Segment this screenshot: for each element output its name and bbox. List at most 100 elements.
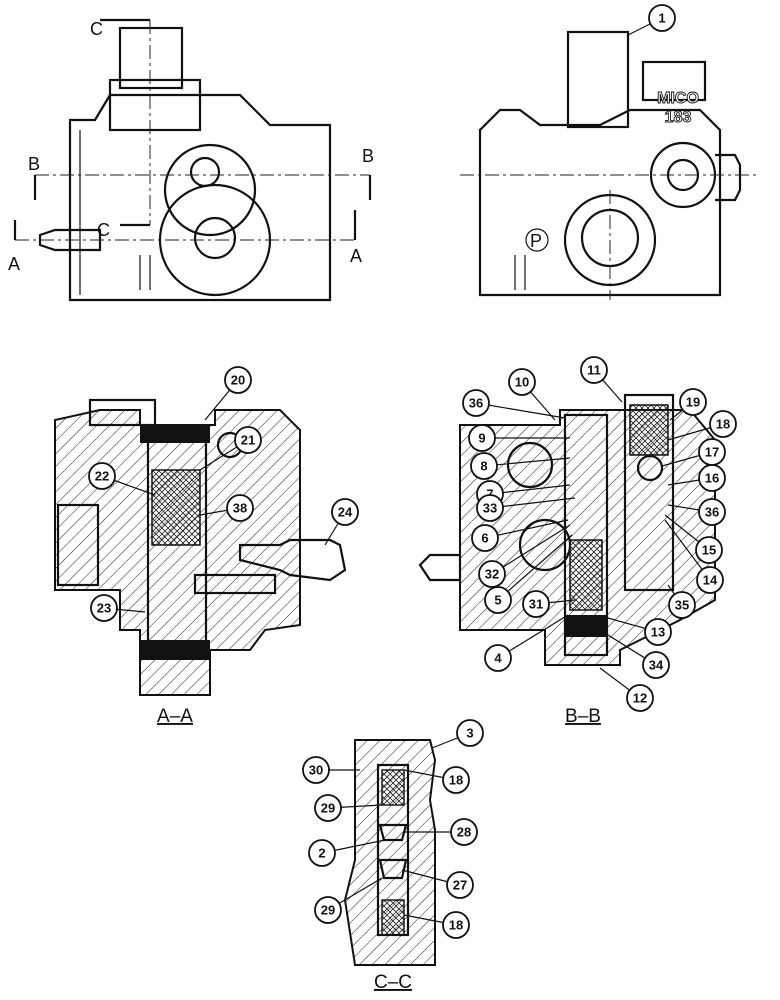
callout-number: 34 — [649, 658, 664, 673]
callout-circle — [642, 651, 670, 679]
callout-c35: 35 — [667, 584, 696, 619]
callout-circle — [471, 524, 499, 552]
callout-c27: 27 — [401, 869, 474, 899]
callout-c14: 14 — [664, 519, 724, 594]
callout-number: 13 — [651, 625, 665, 640]
callout-circle — [314, 794, 342, 822]
label-bb: B–B — [565, 706, 601, 727]
callout-leader — [497, 534, 573, 601]
callout-circle — [648, 4, 676, 32]
callout-circle — [679, 388, 707, 416]
callout-circle — [308, 839, 336, 867]
callout-circle — [456, 719, 484, 747]
callout-c29a: 29 — [314, 794, 383, 822]
plug-1 — [566, 30, 630, 129]
callout-number: 2 — [318, 846, 325, 861]
callout-number: 17 — [705, 445, 719, 460]
stamp-183: 183 — [665, 109, 692, 126]
spring-aa — [151, 469, 201, 546]
callout-c12: 12 — [599, 667, 654, 712]
section-cc: C–C — [343, 739, 437, 993]
section-aa: A–A — [54, 398, 347, 727]
plug-top-aa — [88, 398, 157, 427]
callout-number: 8 — [480, 459, 487, 474]
callout-circle — [668, 591, 696, 619]
callout-number: 38 — [233, 501, 247, 516]
callout-c18a: 18 — [667, 410, 737, 441]
callout-circle — [508, 368, 536, 396]
label-cc: C–C — [374, 972, 412, 993]
callout-number: 19 — [686, 395, 700, 410]
callout-number: 22 — [95, 469, 109, 484]
callout-leader — [489, 497, 576, 509]
channel-aa — [193, 573, 277, 595]
section-bb: B–B — [418, 393, 716, 727]
callout-c38: 38 — [199, 494, 254, 522]
port-p-ring — [563, 193, 657, 287]
plug-thread-bb — [629, 404, 669, 456]
callout-c6: 6 — [471, 519, 569, 552]
callout-number: 12 — [633, 691, 647, 706]
section-letter-b-left: B — [28, 154, 40, 174]
callout-number: 31 — [529, 597, 543, 612]
plug-hex-2 — [641, 60, 707, 102]
callout-c21: 21 — [199, 426, 262, 471]
callout-number: 11 — [587, 363, 601, 378]
plug-hex — [108, 78, 202, 132]
callout-circle — [698, 498, 726, 526]
port-p-label: P — [530, 231, 542, 251]
callout-c1: 1 — [627, 4, 676, 36]
callout-c17: 17 — [661, 438, 726, 467]
callout-circle — [698, 464, 726, 492]
callout-number: 10 — [515, 375, 529, 390]
callout-circle — [442, 766, 470, 794]
callout-c28: 28 — [405, 818, 478, 846]
callout-leader — [484, 519, 569, 539]
body-outline-right — [478, 108, 722, 297]
section-letter-c-top: C — [90, 19, 103, 39]
side-plug — [715, 153, 742, 202]
callout-circle — [88, 462, 116, 490]
callout-number: 30 — [309, 763, 323, 778]
callout-circle — [446, 871, 474, 899]
callout-number: 27 — [453, 878, 467, 893]
callout-number: 1 — [658, 11, 665, 26]
callout-c32: 32 — [478, 524, 571, 588]
callout-number: 18 — [449, 773, 463, 788]
callout-circle — [644, 618, 672, 646]
port-upper-ring — [163, 143, 257, 237]
callout-circle — [696, 566, 724, 594]
callout-c20: 20 — [204, 366, 252, 421]
callout-circle — [484, 586, 512, 614]
plug-top — [118, 26, 184, 90]
callout-number: 7 — [486, 487, 493, 502]
section-letter-b-right: B — [362, 146, 374, 166]
callout-circle — [226, 494, 254, 522]
callout-c10: 10 — [508, 368, 556, 421]
spring-bb — [569, 539, 603, 611]
callout-number: 29 — [321, 903, 335, 918]
bore-right-bb — [623, 393, 675, 592]
callout-c23: 23 — [90, 594, 146, 622]
callout-number: 33 — [483, 501, 497, 516]
callout-c36a: 36 — [462, 389, 566, 419]
callout-circle — [302, 756, 330, 784]
callout-c31: 31 — [522, 590, 576, 618]
callout-circle — [468, 424, 496, 452]
callout-circle — [626, 684, 654, 712]
callout-c15: 15 — [664, 514, 723, 564]
callout-c18c: 18 — [403, 911, 470, 939]
callout-number: 23 — [97, 601, 111, 616]
callout-circle — [234, 426, 262, 454]
callout-circle — [314, 896, 342, 924]
body-section-cc — [343, 739, 437, 966]
callout-c13: 13 — [607, 617, 672, 646]
fitting-bb — [418, 553, 462, 582]
callout-circle — [484, 644, 512, 672]
callout-c11: 11 — [580, 356, 623, 403]
callout-c33: 33 — [476, 494, 576, 522]
callout-leader — [491, 524, 571, 575]
callout-circle — [695, 536, 723, 564]
callout-number: 9 — [478, 431, 485, 446]
